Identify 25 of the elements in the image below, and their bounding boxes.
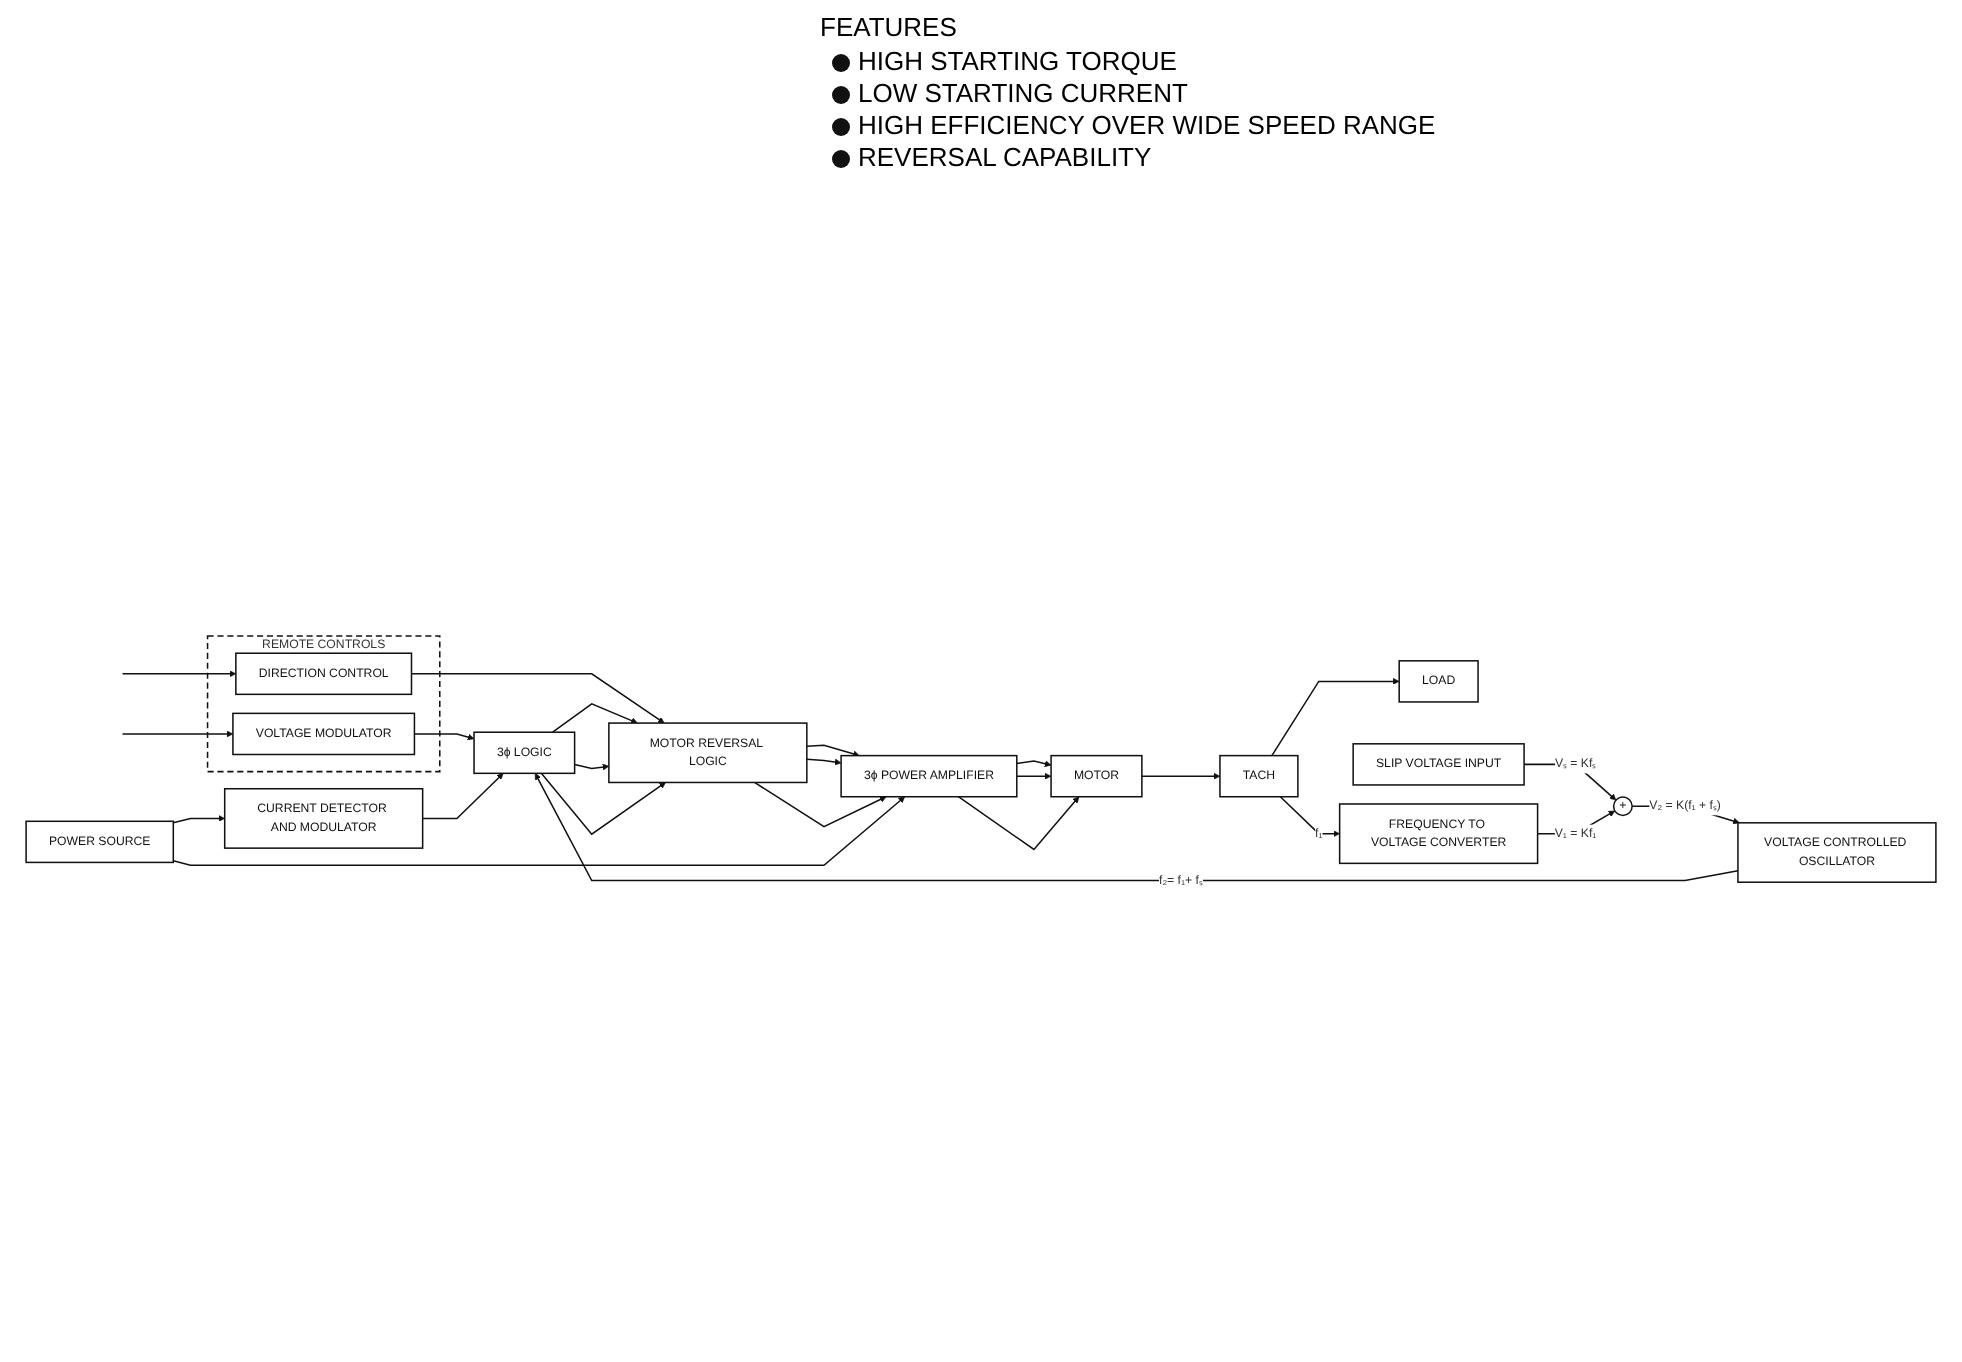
arrow [1016, 771, 1052, 779]
arrow [172, 795, 906, 866]
feature-item: HIGH STARTING TORQUE [858, 46, 1177, 78]
arrow [551, 702, 638, 733]
arrow [421, 772, 504, 819]
arrow [806, 743, 860, 757]
arrow [1523, 762, 1617, 800]
arrow [540, 771, 666, 835]
feature-item: HIGH EFFICIENCY OVER WIDE SPEED RANGE [858, 110, 1436, 142]
arrow [753, 780, 887, 827]
arrow [806, 757, 842, 765]
arrow [413, 732, 475, 740]
feature-item: REVERSAL CAPABILITY [858, 142, 1152, 174]
arrow [1016, 759, 1052, 767]
arrow [410, 672, 665, 723]
arrow [1279, 795, 1340, 837]
arrow [573, 762, 610, 770]
arrow [121, 669, 237, 677]
arrow [121, 729, 234, 737]
arrow [1271, 677, 1400, 756]
arrow [172, 814, 225, 823]
arrow [957, 795, 1080, 850]
arrow [1141, 771, 1221, 779]
feature-item: LOW STARTING CURRENT [858, 78, 1188, 110]
features-heading: FEATURES [820, 12, 957, 42]
